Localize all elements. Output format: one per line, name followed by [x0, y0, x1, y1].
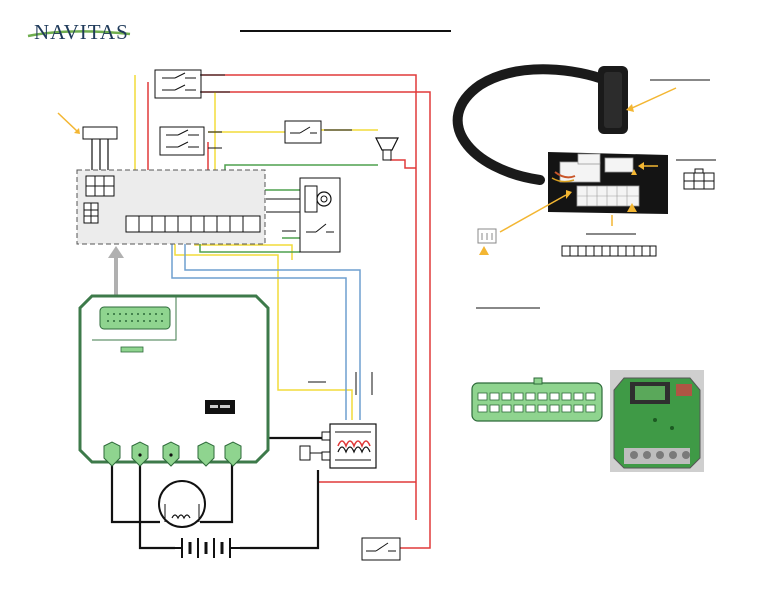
- connector-6pin-icon: [683, 168, 715, 190]
- relay-leads: [200, 74, 352, 149]
- controller-led-strip: [120, 346, 144, 353]
- misc-leads: [282, 230, 373, 395]
- controller-box: [78, 294, 270, 464]
- connection-arrow: [108, 246, 124, 296]
- db-connector-large: [471, 377, 603, 422]
- relay-top: [154, 69, 202, 99]
- logo-text: NAVITAS: [34, 20, 129, 44]
- harness-callout-arrow: [57, 112, 80, 134]
- controller-terminals: [103, 441, 242, 467]
- connector-plug-small: [477, 228, 497, 244]
- terminal-strip: [125, 215, 261, 233]
- motor-icon: [158, 480, 206, 528]
- relay-mid: [159, 126, 205, 156]
- battery-icon: [175, 538, 240, 558]
- key-switch: [361, 537, 401, 561]
- horn-icon: [375, 137, 399, 161]
- wires-blue: [171, 232, 361, 420]
- harness-box: [76, 169, 266, 245]
- controller-label-plate: [205, 400, 235, 414]
- controller-photo: [610, 370, 704, 472]
- solenoid-icon: [299, 423, 377, 469]
- controller-db-connector: [99, 306, 171, 330]
- adapter-cable-photo: [452, 64, 668, 214]
- photo-callouts: [479, 79, 716, 255]
- limit-switch-box: [266, 177, 341, 253]
- connector-12pin-strip: [561, 245, 657, 257]
- harness-connector: [82, 126, 118, 172]
- logo-icon: NAVITAS: [27, 20, 131, 44]
- inline-switch: [284, 120, 322, 144]
